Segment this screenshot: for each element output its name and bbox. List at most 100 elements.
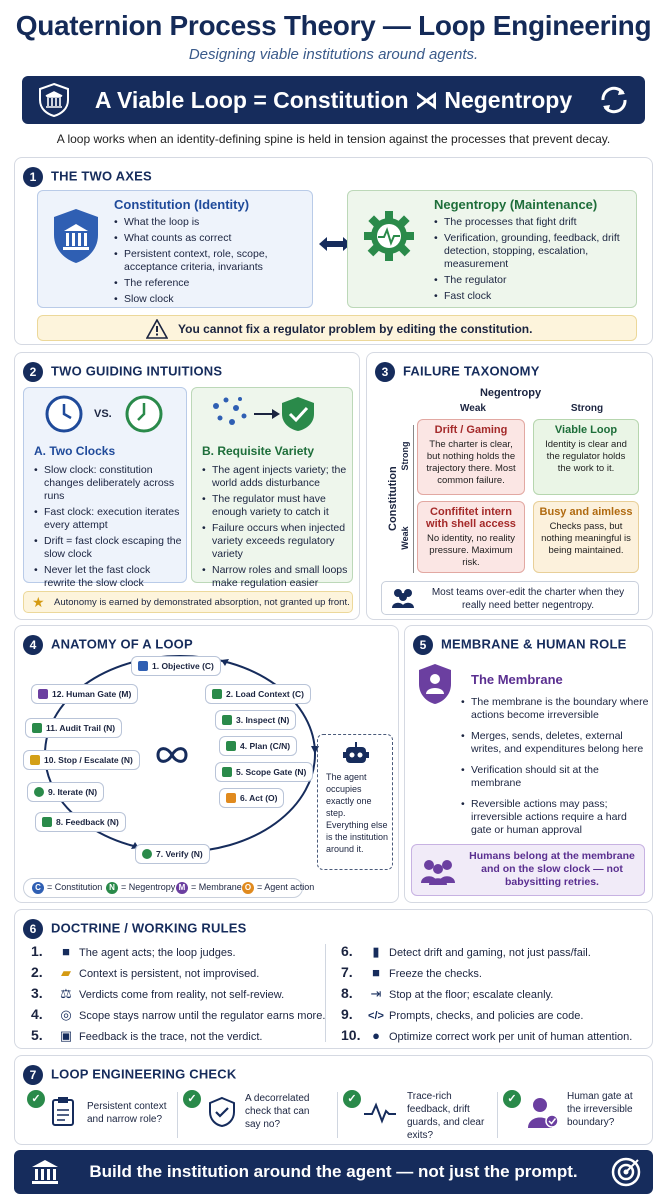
list-item: Failure occurs when injected variety exc…: [202, 522, 350, 561]
requisite-variety-title: B. Requisite Variety: [202, 444, 315, 458]
taxonomy-note-text: Most teams over-edit the charter when th…: [431, 587, 625, 611]
vs-label: VS.: [94, 408, 112, 420]
check-row: ✓ Persistent context and narrow role? ✓ …: [23, 1088, 645, 1142]
membrane-title: The Membrane: [471, 672, 563, 687]
cell-title: Confifitet intern with shell access: [426, 506, 516, 530]
loop-step-objective: 1. Objective (C): [131, 656, 221, 676]
intro-text: A loop works when an identity-defining s…: [56, 132, 611, 146]
rule-2: 2.▰Context is persistent, not improvised…: [31, 964, 260, 980]
shield-check-icon: [209, 1096, 235, 1128]
list-item: Slow clock: [114, 293, 308, 306]
loop-legend: C= Constitution N= Negentropy M= Membran…: [23, 878, 314, 898]
banner-text: A Viable Loop = Constitution ⋊ Negentrop…: [94, 87, 573, 113]
lock-icon: ■: [372, 965, 380, 980]
document-icon: [32, 722, 42, 733]
list-item: Persistent context, role, scope, accepta…: [114, 248, 308, 274]
target-icon: ◎: [60, 1007, 72, 1022]
cell-title: Drift / Gaming: [434, 424, 508, 436]
drift-gaming-cell: Drift / Gaming The charter is clear, but…: [417, 419, 525, 495]
cell-desc: The charter is clear, but nothing holds …: [426, 439, 516, 486]
person-icon: [38, 688, 48, 699]
loop-step-human-gate: 12. Human Gate (M): [31, 684, 139, 704]
target-icon: [138, 660, 148, 671]
check-item-1: ✓ Persistent context and narrow role?: [27, 1088, 167, 1142]
loop-step-plan: 4. Plan (C/N): [219, 736, 298, 756]
legend-agent-action: O= Agent action: [242, 882, 314, 894]
taxonomy-note: Most teams over-edit the charter when th…: [381, 581, 639, 615]
strong-row-label: Strong: [400, 441, 410, 471]
list-item: Verification, grounding, feedback, drift…: [434, 232, 630, 271]
rocket-icon: [226, 792, 236, 803]
gear-pulse-icon: [364, 211, 414, 261]
check-icon: ✓: [183, 1090, 201, 1108]
negentropy-axis-label: Negentropy: [479, 387, 542, 399]
variety-regulation-icon: [213, 397, 314, 431]
loop-step-feedback: 8. Feedback (N): [35, 812, 126, 832]
refresh-icon: [34, 786, 44, 797]
infinity-icon: [156, 747, 188, 763]
viable-loop-cell: Viable Loop Identity is clear and the re…: [533, 419, 639, 495]
loop-step-verify: 7. Verify (N): [135, 844, 210, 864]
rule-5: 5.▣Feedback is the trace, not the verdic…: [31, 1027, 263, 1043]
list-item: The reference: [114, 277, 308, 290]
rule-8: 8.⇥Stop at the floor; escalate cleanly.: [341, 985, 554, 1001]
list-item: The membrane is the boundary where actio…: [461, 696, 649, 722]
clock-icon: [125, 395, 163, 433]
person-icon: ●: [372, 1028, 380, 1043]
constitution-list: What the loop is What counts as correct …: [114, 216, 308, 309]
pulse-icon: [364, 1102, 396, 1124]
footer-text: Build the institution around the agent —…: [89, 1162, 578, 1181]
warning-icon: [146, 319, 168, 339]
weak-column-label: Weak: [460, 403, 486, 414]
human-role-text: Humans belong at the membrane and on the…: [469, 850, 635, 888]
scales-icon: ⚖: [60, 986, 72, 1001]
institution-icon: [32, 1160, 58, 1184]
check-item-2: ✓ A decorrelated check that can say no?: [183, 1088, 323, 1142]
requisite-variety-box: B. Requisite Variety The agent injects v…: [191, 387, 353, 589]
busy-aimless-cell: Busy and aimless Checks pass, but nothin…: [533, 501, 639, 573]
page-subtitle: Designing viable institutions around age…: [188, 46, 479, 63]
bar-chart-icon: ▮: [372, 944, 380, 959]
list-item: Verification should sit at the membrane: [461, 764, 649, 790]
loop-step-iterate: 9. Iterate (N): [27, 782, 105, 802]
list-item: Merges, sends, deletes, external writes,…: [461, 730, 649, 756]
folder-icon: [212, 688, 222, 699]
strong-column-label: Strong: [570, 403, 604, 414]
check-item-3: ✓ Trace-rich feedback, drift guards, and…: [343, 1088, 484, 1142]
rule-10: 10.●Optimize correct work per unit of hu…: [341, 1027, 633, 1043]
negentropy-title: Negentropy (Maintenance): [434, 197, 598, 212]
autonomy-note: ★ Autonomy is earned by demonstrated abs…: [23, 591, 353, 613]
constitution-axis-label: Constitution: [387, 466, 399, 531]
robot-icon: [343, 742, 369, 763]
confident-intern-cell: Confifitet intern with shell access No i…: [417, 501, 525, 573]
list-item: The processes that fight drift: [434, 216, 630, 229]
rule-6: 6.▮Detect drift and gaming, not just pas…: [341, 943, 591, 959]
list-item: What counts as correct: [114, 232, 308, 245]
code-icon: </>: [368, 1010, 384, 1022]
gate-icon: [222, 766, 232, 777]
folder-icon: ▰: [61, 965, 71, 980]
negentropy-box: Negentropy (Maintenance) The processes t…: [347, 190, 637, 308]
list-item: Fast clock: [434, 290, 630, 303]
list-item: The regulator: [434, 274, 630, 287]
formula-banner: A Viable Loop = Constitution ⋊ Negentrop…: [22, 76, 645, 124]
check-icon: ✓: [27, 1090, 45, 1108]
target-icon: [611, 1157, 641, 1187]
rule-4: 4.◎Scope stays narrow until the regulato…: [31, 1006, 326, 1022]
robot-icon: ■: [62, 944, 70, 959]
rule-1: 1.■The agent acts; the loop judges.: [31, 943, 236, 959]
check-icon: ✓: [343, 1090, 361, 1108]
person-shield-icon: [419, 664, 451, 704]
group-icon: [421, 860, 455, 885]
rule-3: 3.⚖Verdicts come from reality, not self-…: [31, 985, 285, 1001]
two-clocks-box: VS. A. Two Clocks Slow clock: constituti…: [23, 387, 187, 589]
clipboard-icon: [52, 1097, 74, 1126]
cell-title: Busy and aimless: [539, 506, 633, 518]
cell-desc: Checks pass, but nothing meaningful is b…: [541, 521, 631, 556]
list-item: Slow clock: constitution changes deliber…: [34, 464, 184, 503]
